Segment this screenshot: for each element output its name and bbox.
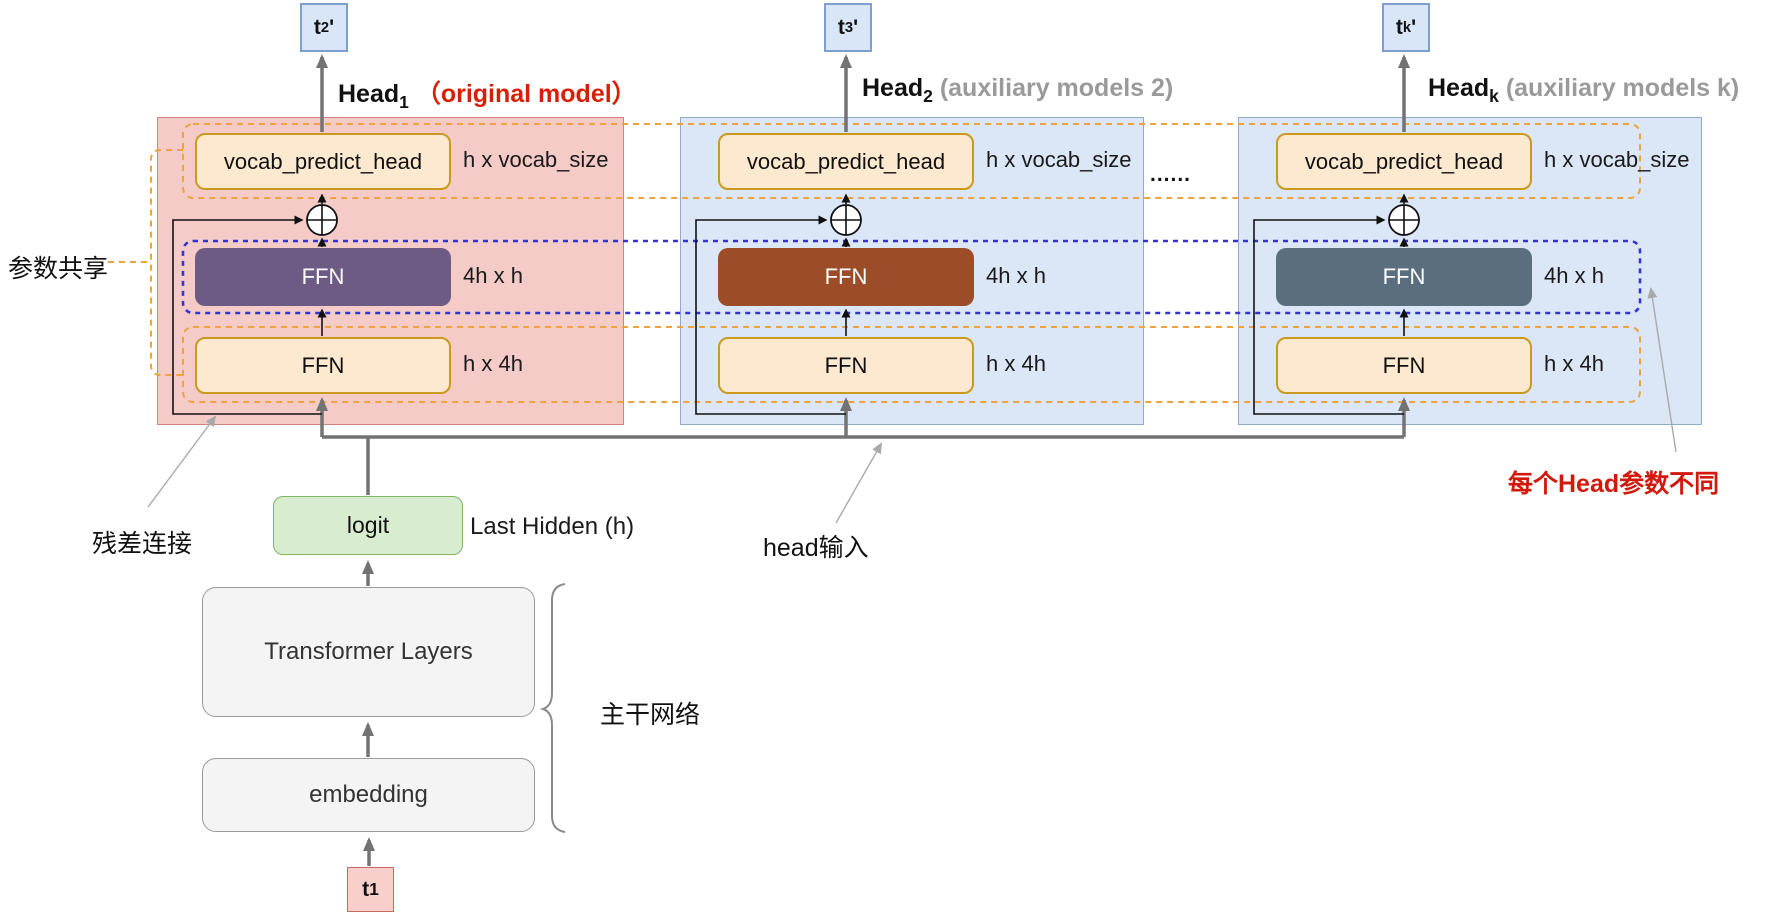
- transformer-layers-box: Transformer Layers: [202, 587, 535, 717]
- head2-sub: 2: [923, 86, 933, 106]
- logit-label: logit: [346, 512, 390, 538]
- head1-vocab-label: vocab_predict_head: [223, 148, 423, 174]
- head2-vocab-predict-head-box: vocab_predict_head: [718, 133, 974, 190]
- backbone-brace-label: 主干网络: [600, 701, 701, 729]
- param-share-label: 参数共享: [8, 255, 109, 283]
- head1-title: Head1 （original model）: [338, 74, 637, 113]
- head1-ffn-up-dim: 4h x h: [463, 263, 523, 288]
- token-prime: ': [329, 15, 335, 39]
- residual-label: 残差连接: [92, 530, 193, 558]
- headk-ffn-up-label: FFN: [1382, 264, 1426, 289]
- headk-name: Head: [1428, 74, 1490, 102]
- headk-ffn-up-box: FFN: [1276, 248, 1532, 306]
- token-sub: k: [1402, 19, 1412, 36]
- head-input-pointer-arrow: [835, 442, 882, 524]
- logit-box: logit: [273, 496, 463, 555]
- head2-note: (auxiliary models 2): [939, 74, 1174, 102]
- headk-title: Headk (auxiliary models k): [1428, 74, 1739, 107]
- token-prime: ': [1411, 15, 1417, 39]
- head2-vocab-label: vocab_predict_head: [746, 148, 946, 174]
- headk-vocab-label: vocab_predict_head: [1304, 148, 1504, 174]
- headk-ffn-down-box: FFN: [1276, 337, 1532, 394]
- headk-sub: k: [1489, 86, 1499, 106]
- headk-vocab-predict-head-box: vocab_predict_head: [1276, 133, 1532, 190]
- head1-ffn-down-dim: h x 4h: [463, 351, 523, 376]
- headk-note: (auxiliary models k): [1505, 74, 1740, 102]
- heads-ellipsis: ......: [1150, 163, 1192, 186]
- head1-vocab-dim: h x vocab_size: [463, 147, 609, 172]
- token-base: t: [362, 877, 370, 901]
- head2-name: Head: [862, 74, 924, 102]
- token-sub: 1: [369, 879, 379, 899]
- embedding-label: embedding: [309, 781, 428, 808]
- head1-ffn-down-box: FFN: [195, 337, 451, 394]
- token-sub: 3: [844, 19, 854, 36]
- head2-vocab-dim: h x vocab_size: [986, 147, 1132, 172]
- head1-ffn-up-box: FFN: [195, 248, 451, 306]
- backbone-brace: [539, 583, 566, 833]
- token-base: t: [313, 15, 321, 39]
- token-base: t: [1395, 15, 1403, 39]
- head2-ffn-down-box: FFN: [718, 337, 974, 394]
- residual-pointer-arrow: [147, 415, 217, 508]
- head1-note: （original model）: [415, 80, 637, 108]
- head2-ffn-up-label: FFN: [824, 264, 868, 289]
- token-base: t: [837, 15, 845, 39]
- head1-sub: 1: [399, 92, 409, 112]
- token-prime: ': [853, 15, 859, 39]
- last-hidden-label: Last Hidden (h): [470, 513, 635, 540]
- head1-name: Head: [338, 80, 400, 108]
- head2-ffn-up-dim: 4h x h: [986, 263, 1046, 288]
- head-input-label: head输入: [763, 534, 869, 562]
- head2-ffn-down-dim: h x 4h: [986, 351, 1046, 376]
- transformer-label: Transformer Layers: [264, 638, 473, 665]
- head1-vocab-predict-head-box: vocab_predict_head: [195, 133, 451, 190]
- diff-params-label: 每个Head参数不同: [1508, 470, 1720, 498]
- headk-ffn-up-dim: 4h x h: [1544, 263, 1604, 288]
- headk-vocab-dim: h x vocab_size: [1544, 147, 1690, 172]
- head1-ffn-down-label: FFN: [301, 352, 345, 378]
- headk-ffn-down-label: FFN: [1382, 352, 1426, 378]
- headk-ffn-down-dim: h x 4h: [1544, 351, 1604, 376]
- head2-ffn-up-box: FFN: [718, 248, 974, 306]
- head2-title: Head2 (auxiliary models 2): [862, 74, 1173, 107]
- head2-ffn-down-label: FFN: [824, 352, 868, 378]
- head1-ffn-up-label: FFN: [301, 264, 345, 289]
- token-sub: 2: [320, 19, 330, 36]
- embedding-box: embedding: [202, 758, 535, 832]
